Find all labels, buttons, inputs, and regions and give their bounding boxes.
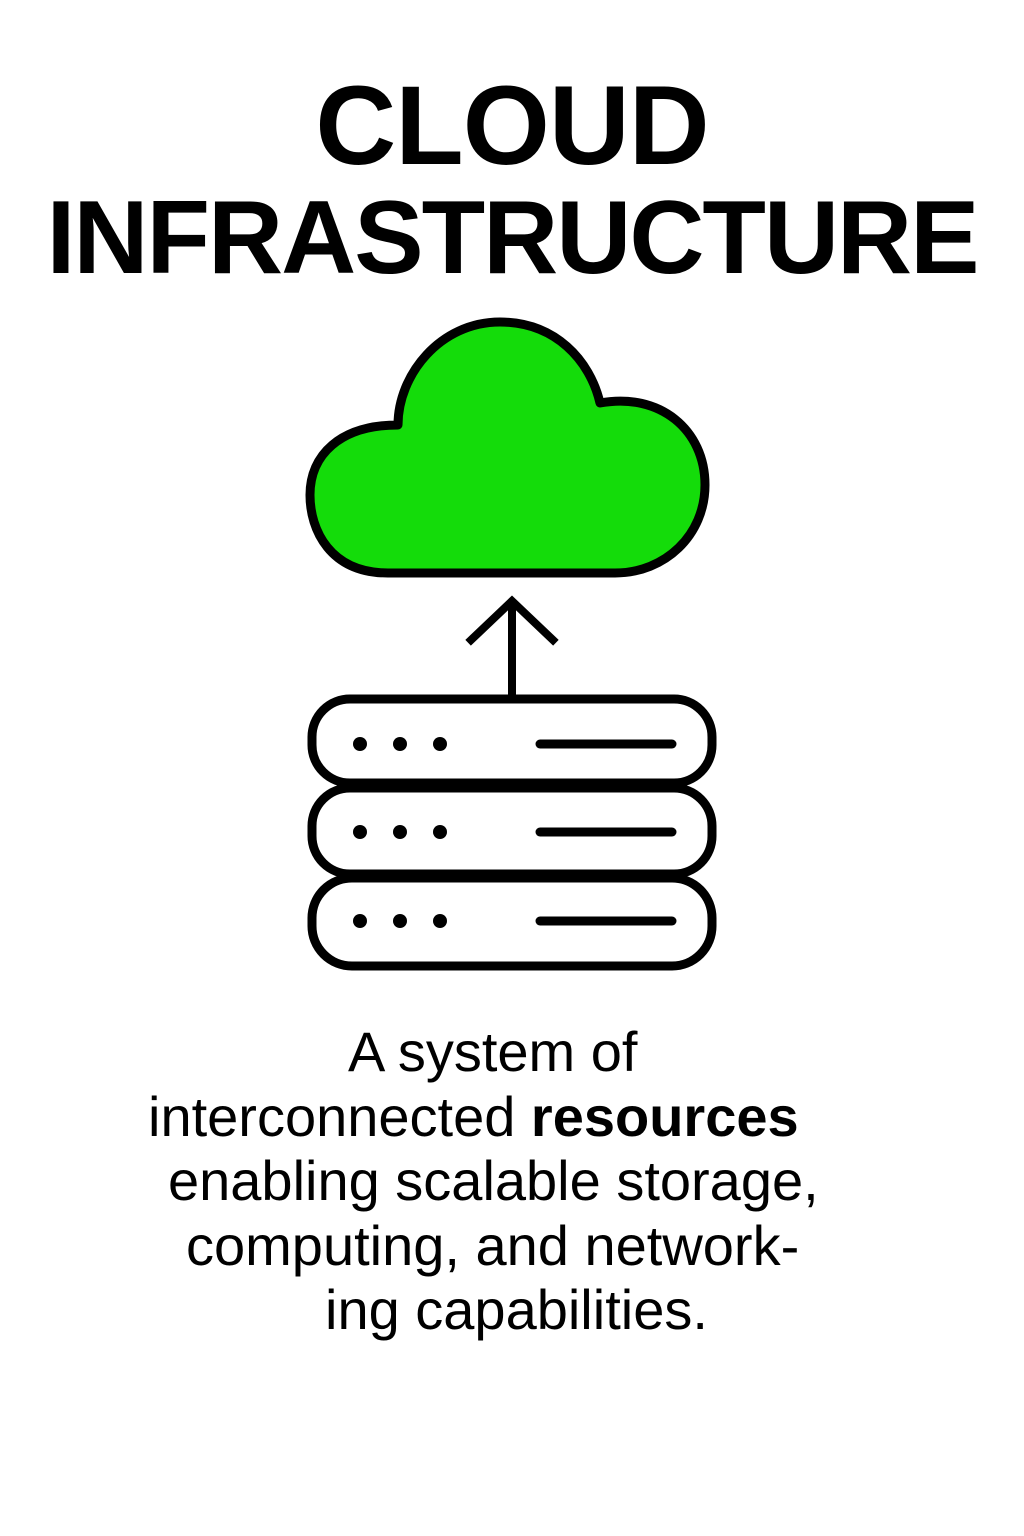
title-line-1: CLOUD — [315, 63, 709, 188]
description-line-4: computing, and network- — [186, 1214, 800, 1277]
cloud-icon — [305, 317, 710, 578]
description-line-5: ing capabilities. — [325, 1278, 708, 1341]
description-emphasis: resources — [530, 1085, 799, 1148]
server-unit — [307, 783, 717, 879]
description-line-2: interconnected resources — [148, 1089, 799, 1145]
description-line-1: A system of — [348, 1020, 638, 1083]
description-text: interconnected — [148, 1085, 531, 1148]
arrow-up-icon — [465, 595, 559, 701]
server-stack-icon — [307, 694, 717, 971]
server-unit — [307, 694, 717, 788]
server-unit — [307, 873, 717, 971]
title-line-2: INFRASTRUCTURE — [46, 180, 979, 296]
description-line-3: enabling scalable storage, — [168, 1149, 819, 1212]
